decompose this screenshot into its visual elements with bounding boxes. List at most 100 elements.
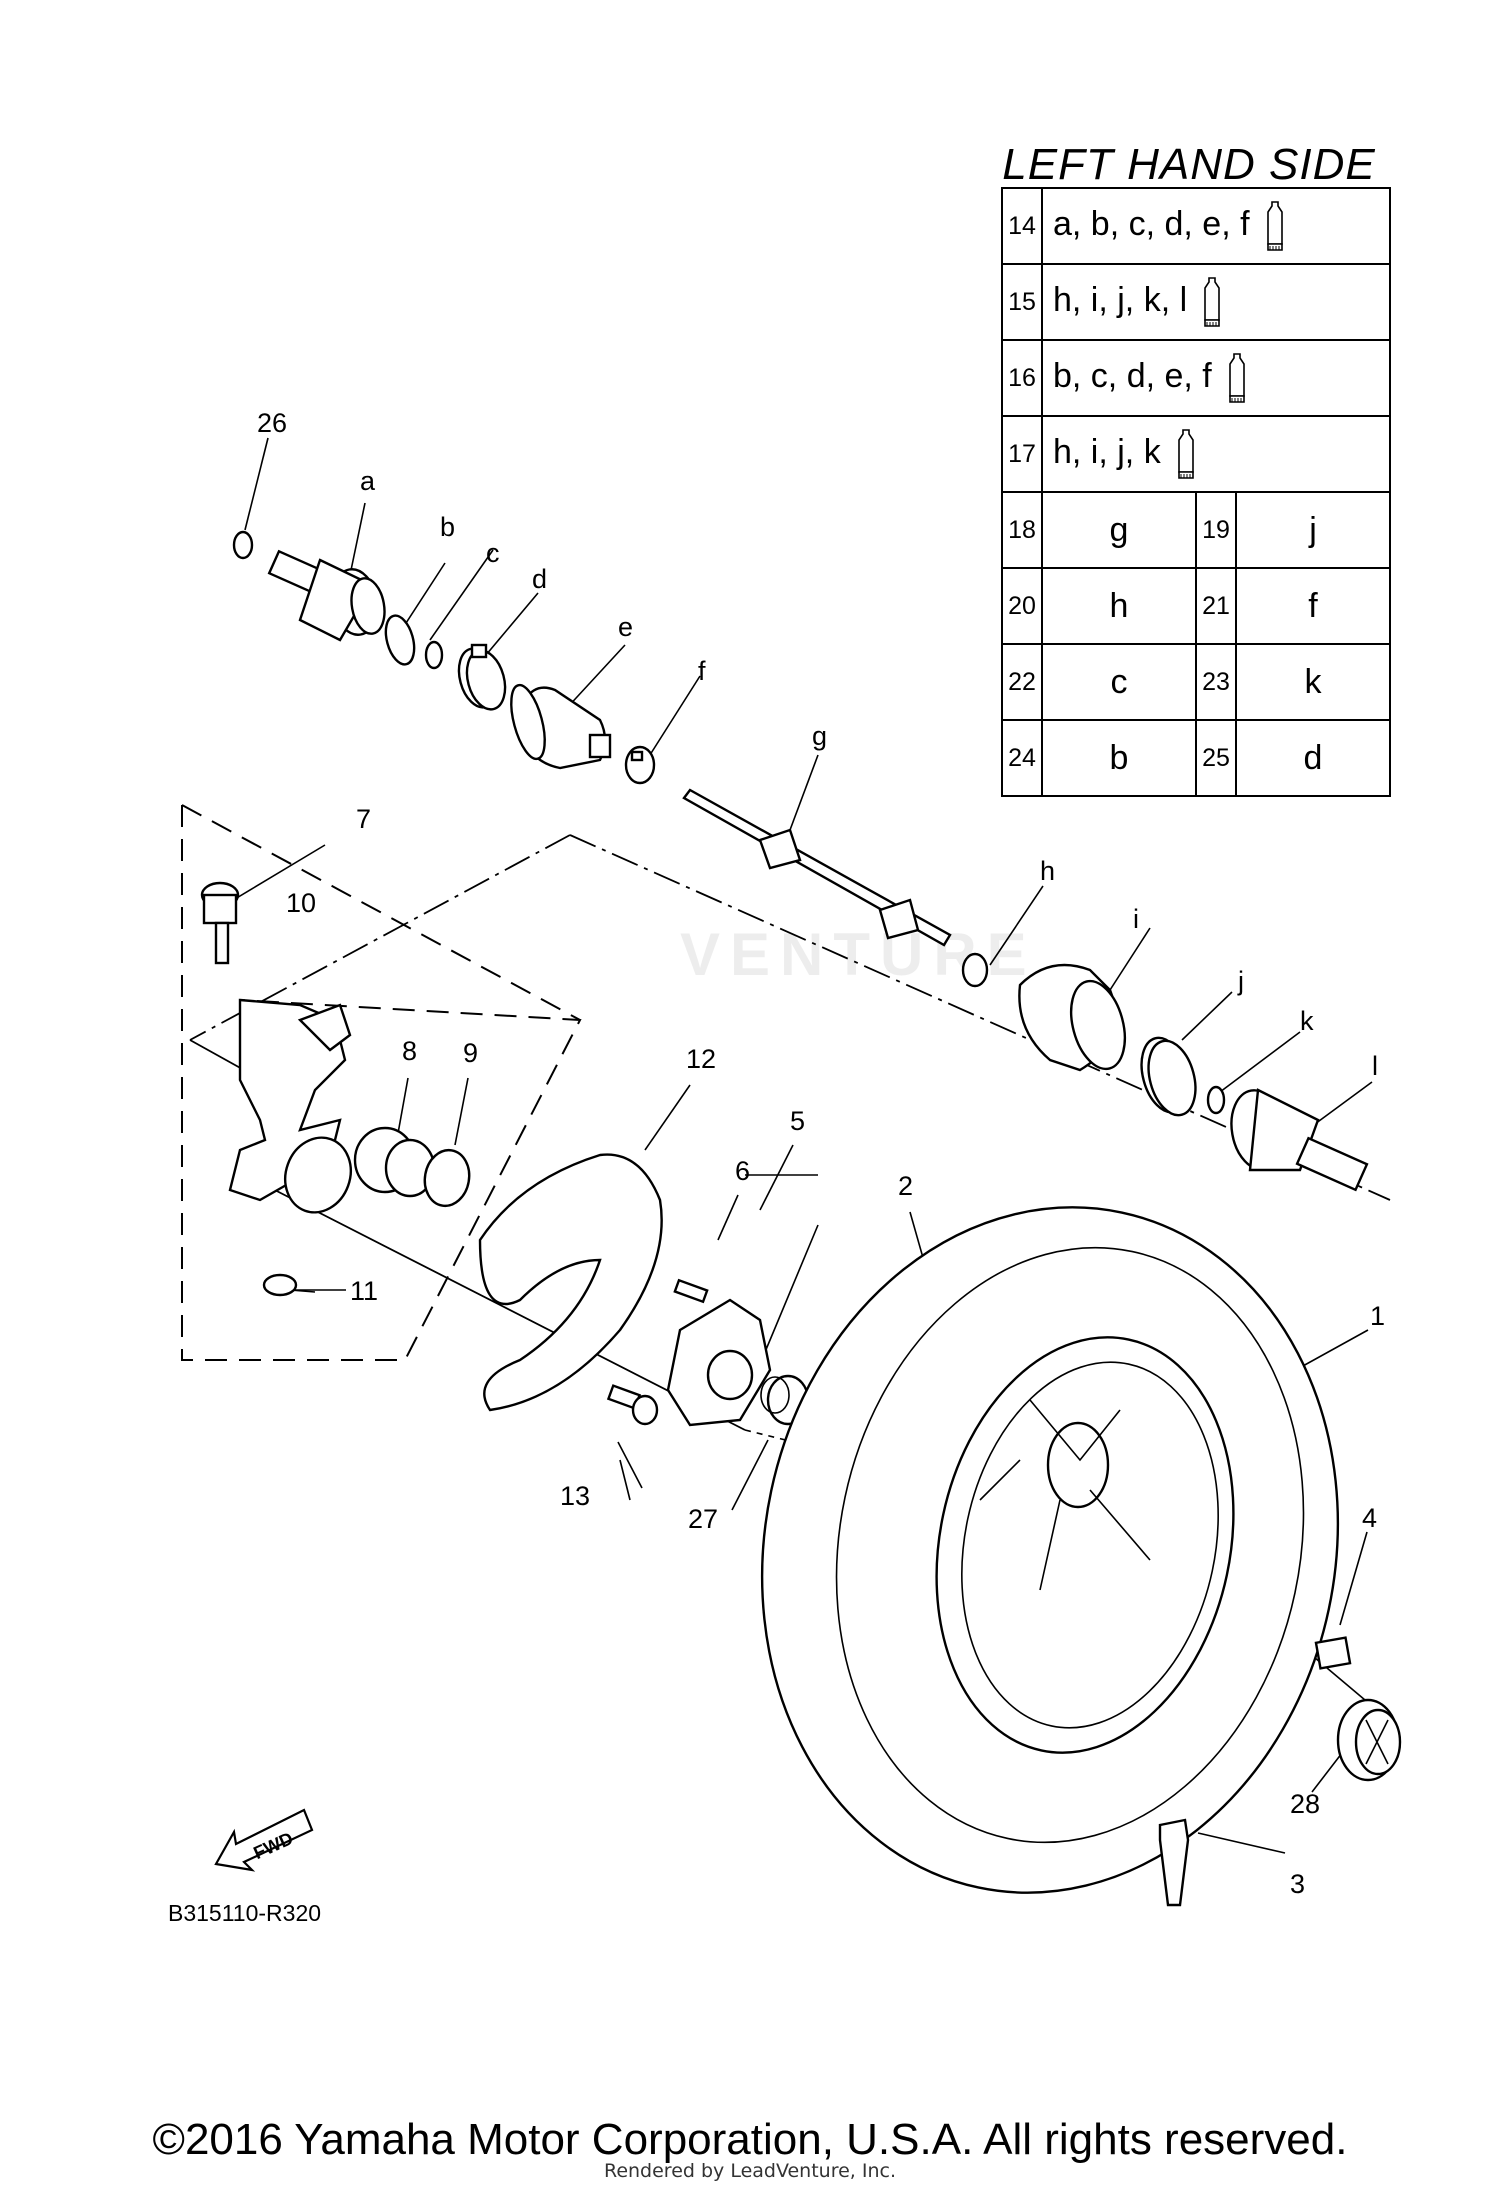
lubrication-row: 16 b, c, d, e, f: [1001, 339, 1391, 417]
boot-band-part-d: [457, 643, 507, 711]
grease-tube-icon: [1228, 353, 1245, 403]
knuckle-part-7: [228, 998, 352, 1214]
row-code: b: [1041, 719, 1197, 797]
render-credit: Rendered by LeadVenture, Inc.: [603, 2160, 897, 2182]
row-number: 21: [1195, 567, 1237, 645]
bearing-part-8: [353, 1126, 436, 1198]
callout-e: e: [618, 612, 633, 642]
callout-d: d: [532, 564, 547, 594]
circlip-part-26: [232, 530, 254, 560]
fwd-arrow-icon: FWD: [214, 1808, 314, 1872]
callout-i: i: [1133, 904, 1139, 934]
cv-joint-part-l: [1230, 1088, 1369, 1192]
row-number: 17: [1001, 415, 1043, 493]
lubrication-row: 17 h, i, j, k: [1001, 415, 1391, 493]
callout-b: b: [440, 512, 455, 542]
row-number: 24: [1001, 719, 1043, 797]
callout-12: 12: [686, 1044, 716, 1074]
clip-part-11: [262, 1273, 298, 1297]
row-number: 23: [1195, 643, 1237, 721]
callout-13: 13: [560, 1481, 590, 1511]
callout-27: 27: [688, 1504, 718, 1534]
grease-tube-icon: [1204, 277, 1220, 327]
cv-joint-part-a: [267, 549, 386, 642]
boot-part-e: [510, 683, 612, 770]
row-number: 25: [1195, 719, 1237, 797]
callout-f: f: [698, 656, 706, 686]
callout-11: 11: [350, 1276, 378, 1306]
boot-band-part-h: [961, 952, 989, 988]
row-code: h: [1041, 567, 1197, 645]
row-letters: h, i, j, k, l: [1053, 280, 1188, 319]
table-title: LEFT HAND SIDE: [1002, 140, 1376, 189]
copyright-notice: ©2016 Yamaha Motor Corporation, U.S.A. A…: [152, 2115, 1348, 2164]
lubrication-row: 14 a, b, c, d, e, f: [1001, 187, 1391, 265]
axle-shaft-part-g: [682, 788, 952, 947]
boot-band-part-j: [1140, 1036, 1197, 1117]
lubrication-row: 15 h, i, j, k, l: [1001, 263, 1391, 341]
callout-j: j: [1237, 966, 1244, 996]
stud-bolt-part-6: [673, 1278, 709, 1304]
row-number: 18: [1001, 491, 1043, 569]
callout-28: 28: [1290, 1789, 1320, 1819]
o-ring-part-b: [384, 614, 416, 666]
boot-band-part-f: [624, 745, 656, 785]
row-number: 15: [1001, 263, 1043, 341]
callout-8: 8: [402, 1036, 417, 1066]
lubrication-table: 14 a, b, c, d, e, f 15 h, i, j, k, l 16 b, c,…: [1001, 187, 1391, 797]
callout-7: 7: [356, 804, 371, 834]
callout-k: k: [1300, 1006, 1314, 1036]
callout-10: 10: [286, 888, 316, 918]
row-parts: h, i, j, k: [1041, 415, 1391, 493]
callout-9: 9: [463, 1038, 478, 1068]
callout-2: 2: [898, 1171, 913, 1201]
row-code: c: [1041, 643, 1197, 721]
boot-part-i: [1018, 963, 1127, 1072]
brake-disc-part-12: [478, 1153, 663, 1412]
row-number: 19: [1195, 491, 1237, 569]
row-letters: h, i, j, k: [1053, 432, 1161, 471]
callout-4: 4: [1362, 1503, 1377, 1533]
row-number: 16: [1001, 339, 1043, 417]
grease-tube-icon: [1266, 201, 1283, 251]
callout-3: 3: [1290, 1869, 1305, 1899]
valve-part-3: [1158, 1818, 1190, 1907]
callout-6: 6: [735, 1156, 750, 1186]
callout-l: l: [1372, 1051, 1378, 1081]
row-code: k: [1235, 643, 1391, 721]
row-code: f: [1235, 567, 1391, 645]
grease-tube-icon: [1177, 429, 1194, 479]
callout-g: g: [812, 721, 827, 751]
row-parts: b, c, d, e, f: [1041, 339, 1391, 417]
row-letters: b, c, d, e, f: [1053, 356, 1212, 395]
circlip-part-k: [1206, 1085, 1226, 1115]
ball-joint-part-10: [200, 881, 240, 965]
wheel-part-1: [935, 1336, 1235, 1754]
row-number: 20: [1001, 567, 1043, 645]
callout-c: c: [486, 538, 500, 568]
row-parts: a, b, c, d, e, f: [1041, 187, 1391, 265]
row-code: g: [1041, 491, 1197, 569]
lug-nut-part-4: [1314, 1636, 1352, 1670]
callout-h: h: [1040, 856, 1055, 886]
circlip-part-9: [423, 1148, 471, 1208]
hub-part-5: [666, 1298, 772, 1427]
row-letters: a, b, c, d, e, f: [1053, 204, 1250, 243]
row-code: j: [1235, 491, 1391, 569]
row-parts: h, i, j, k, l: [1041, 263, 1391, 341]
callout-a: a: [360, 466, 376, 496]
row-number: 14: [1001, 187, 1043, 265]
hub-cap-part-28: [1336, 1698, 1402, 1782]
row-code: d: [1235, 719, 1391, 797]
row-number: 22: [1001, 643, 1043, 721]
callout-5: 5: [790, 1106, 805, 1136]
diagram-code: B315110-R320: [168, 1900, 322, 1926]
circlip-part-c: [424, 640, 444, 670]
callout-1: 1: [1370, 1301, 1385, 1331]
bolt-part-13: [606, 1384, 659, 1426]
callout-26: 26: [257, 408, 287, 438]
